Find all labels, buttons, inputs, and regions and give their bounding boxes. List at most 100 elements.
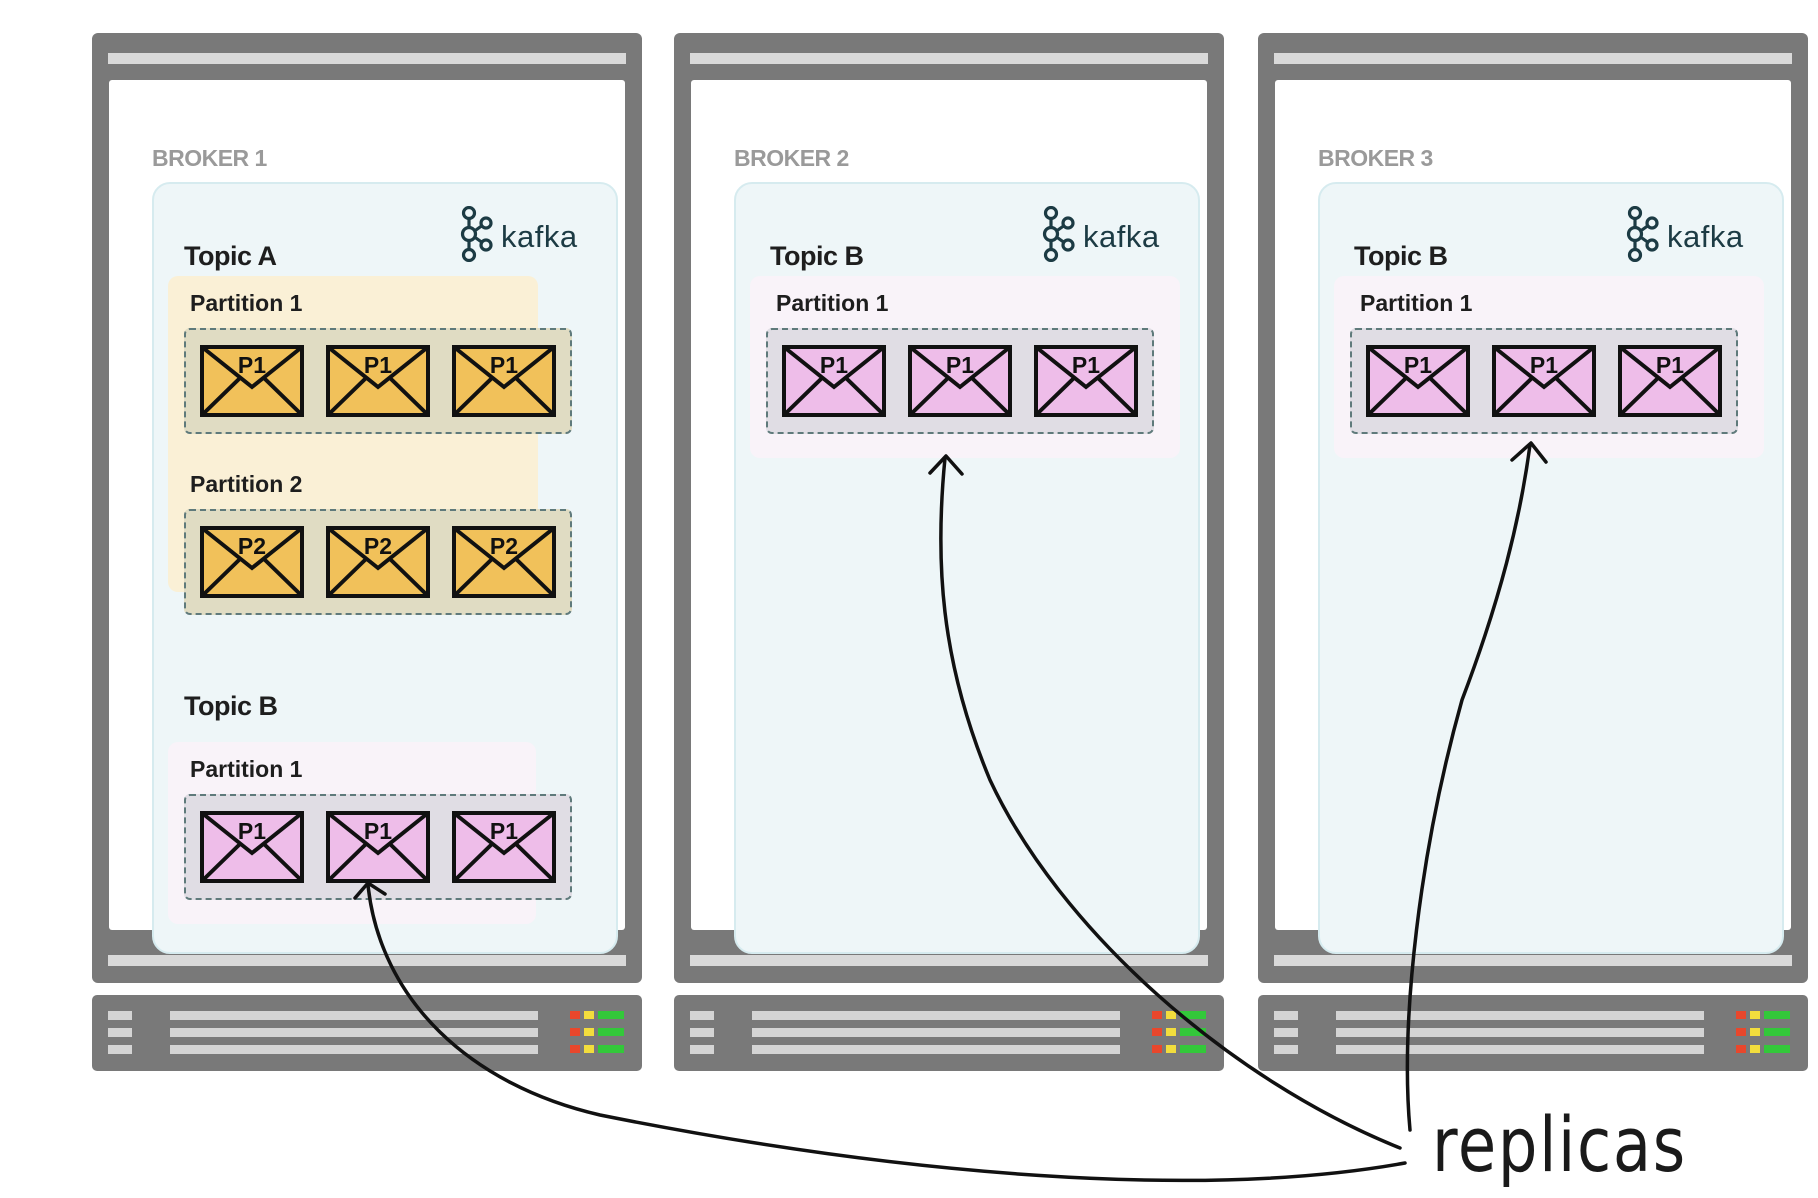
status-led-yellow (1166, 1028, 1176, 1036)
partition-label: Partition 1 (190, 290, 303, 316)
kafka-logo-icon (1041, 205, 1075, 267)
broker-panel: BROKER 3 (1275, 80, 1791, 954)
message-envelope: P2 (326, 526, 430, 598)
vent-slot (752, 1045, 1120, 1054)
message-label: P1 (237, 352, 267, 378)
message-envelope: P1 (452, 811, 556, 883)
message-queue: P1 P1 P1 (1350, 328, 1738, 434)
envelope-icon (1034, 345, 1138, 417)
status-led-red (570, 1028, 580, 1036)
message-envelope: P1 (1492, 345, 1596, 417)
drive-slot (108, 1028, 132, 1037)
status-led-red (1736, 1028, 1746, 1036)
message-label: P1 (1403, 352, 1433, 378)
broker-label: BROKER 2 (734, 145, 849, 171)
kafka-cluster-area: kafka Topic B Partition 1 P1 P1 P (734, 182, 1200, 954)
kafka-cluster-area: kafka Topic B Partition 1 P1 P1 P (1318, 182, 1784, 954)
message-label: P1 (1655, 352, 1685, 378)
status-led-red (1152, 1045, 1162, 1053)
topic-b-box: Partition 1 P1 P1 P1 (168, 742, 572, 924)
topic-title: Topic B (770, 241, 864, 271)
envelope-icon (200, 811, 304, 883)
replicas-label: replicas (1432, 1100, 1687, 1189)
vent-slot (170, 1028, 538, 1037)
envelope-icon (452, 811, 556, 883)
kafka-logo-icon (1625, 205, 1659, 267)
topic-a-box: Partition 1 P1 P1 P1 Partition 2 (168, 276, 572, 615)
envelope-icon (326, 811, 430, 883)
status-led-red (1152, 1028, 1162, 1036)
drive-slot (1274, 1011, 1298, 1020)
broker-label: BROKER 3 (1318, 145, 1433, 171)
message-queue: P2 P2 P2 (184, 509, 572, 615)
arrowhead-icon (353, 881, 387, 900)
server-base-unit (674, 995, 1224, 1071)
message-label: P2 (237, 533, 267, 559)
message-envelope: P1 (326, 345, 430, 417)
replica-arrow-broker2 (939, 456, 1402, 1150)
message-envelope: P2 (452, 526, 556, 598)
vent-slot (1336, 1045, 1704, 1054)
topic-b-box: Partition 1 P1 P1 P1 (750, 276, 1180, 458)
status-led-red (570, 1045, 580, 1053)
envelope-icon (1366, 345, 1470, 417)
status-led-yellow (1166, 1045, 1176, 1053)
message-label: P1 (1529, 352, 1559, 378)
topic-b-box: Partition 1 P1 P1 P1 (1334, 276, 1764, 458)
message-label: P1 (489, 818, 519, 844)
status-led-green (1180, 1045, 1206, 1053)
partition-label: Partition 1 (190, 756, 303, 782)
vent-slot (170, 1011, 538, 1020)
status-led-yellow (1750, 1011, 1760, 1019)
partition-label: Partition 1 (1360, 290, 1473, 316)
rack-stripe-top (108, 53, 626, 64)
topic-title: Topic A (184, 241, 277, 271)
status-led-green (598, 1011, 624, 1019)
message-queue: P1 P1 P1 (184, 328, 572, 434)
message-label: P1 (237, 818, 267, 844)
kafka-logo: kafka (1041, 205, 1160, 267)
server-base-unit (1258, 995, 1808, 1071)
kafka-wordmark: kafka (1083, 218, 1160, 254)
broker-server-2: BROKER 2 (674, 33, 1224, 1071)
message-envelope: P1 (1618, 345, 1722, 417)
status-led-green (1180, 1028, 1206, 1036)
envelope-icon (1618, 345, 1722, 417)
message-envelope: P1 (326, 811, 430, 883)
vent-slot (170, 1045, 538, 1054)
arrowhead-icon (1510, 441, 1548, 464)
message-envelope: P1 (1034, 345, 1138, 417)
kafka-cluster-area: kafka Topic A Partition 1 P1 P1 (152, 182, 618, 954)
drive-slot (1274, 1045, 1298, 1054)
drive-slot (690, 1011, 714, 1020)
broker-server-1: BROKER 1 (92, 33, 642, 1071)
drive-slot (108, 1011, 132, 1020)
vent-slot (1336, 1011, 1704, 1020)
envelope-icon (452, 526, 556, 598)
rack-stripe-bottom (1274, 955, 1792, 966)
message-label: P2 (489, 533, 519, 559)
envelope-icon (452, 345, 556, 417)
status-led-red (1736, 1011, 1746, 1019)
envelope-icon (200, 345, 304, 417)
status-led-yellow (1166, 1011, 1176, 1019)
envelope-icon (200, 526, 304, 598)
message-envelope: P1 (200, 811, 304, 883)
drive-slot (108, 1045, 132, 1054)
status-led-green (598, 1045, 624, 1053)
rack-stripe-bottom (690, 955, 1208, 966)
message-envelope: P1 (452, 345, 556, 417)
rack-stripe-bottom (108, 955, 626, 966)
message-envelope: P1 (200, 345, 304, 417)
message-label: P1 (363, 352, 393, 378)
replica-arrow-broker1 (366, 883, 1407, 1183)
message-label: P1 (819, 352, 849, 378)
vent-slot (752, 1011, 1120, 1020)
vent-slot (752, 1028, 1120, 1037)
status-led-green (598, 1028, 624, 1036)
kafka-logo: kafka (1625, 205, 1744, 267)
kafka-wordmark: kafka (1667, 218, 1744, 254)
status-led-green (1180, 1011, 1206, 1019)
message-envelope: P1 (1366, 345, 1470, 417)
status-led-yellow (1750, 1045, 1760, 1053)
